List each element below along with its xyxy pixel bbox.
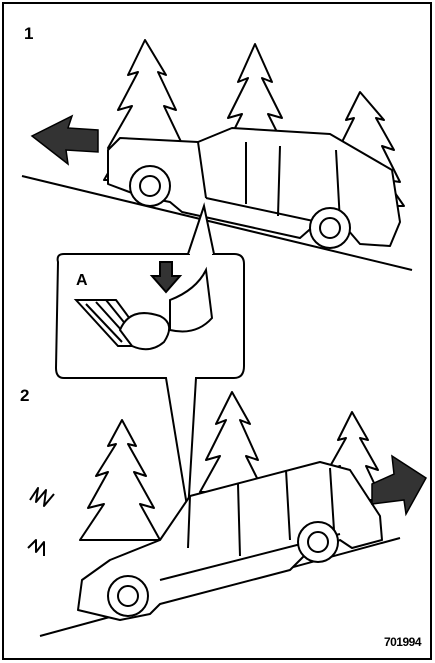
tree — [80, 420, 160, 540]
arrow-right-icon — [372, 456, 426, 514]
grass — [30, 488, 54, 506]
arrow-left-icon — [32, 116, 98, 164]
scene-1 — [22, 40, 412, 270]
figure-code: 701994 — [384, 635, 421, 649]
tree — [200, 392, 264, 492]
step-2-label: 2 — [20, 386, 29, 406]
callout-a-label: A — [76, 272, 88, 290]
step-1-label: 1 — [24, 24, 33, 44]
grass — [28, 540, 44, 556]
scene-2 — [28, 392, 412, 636]
